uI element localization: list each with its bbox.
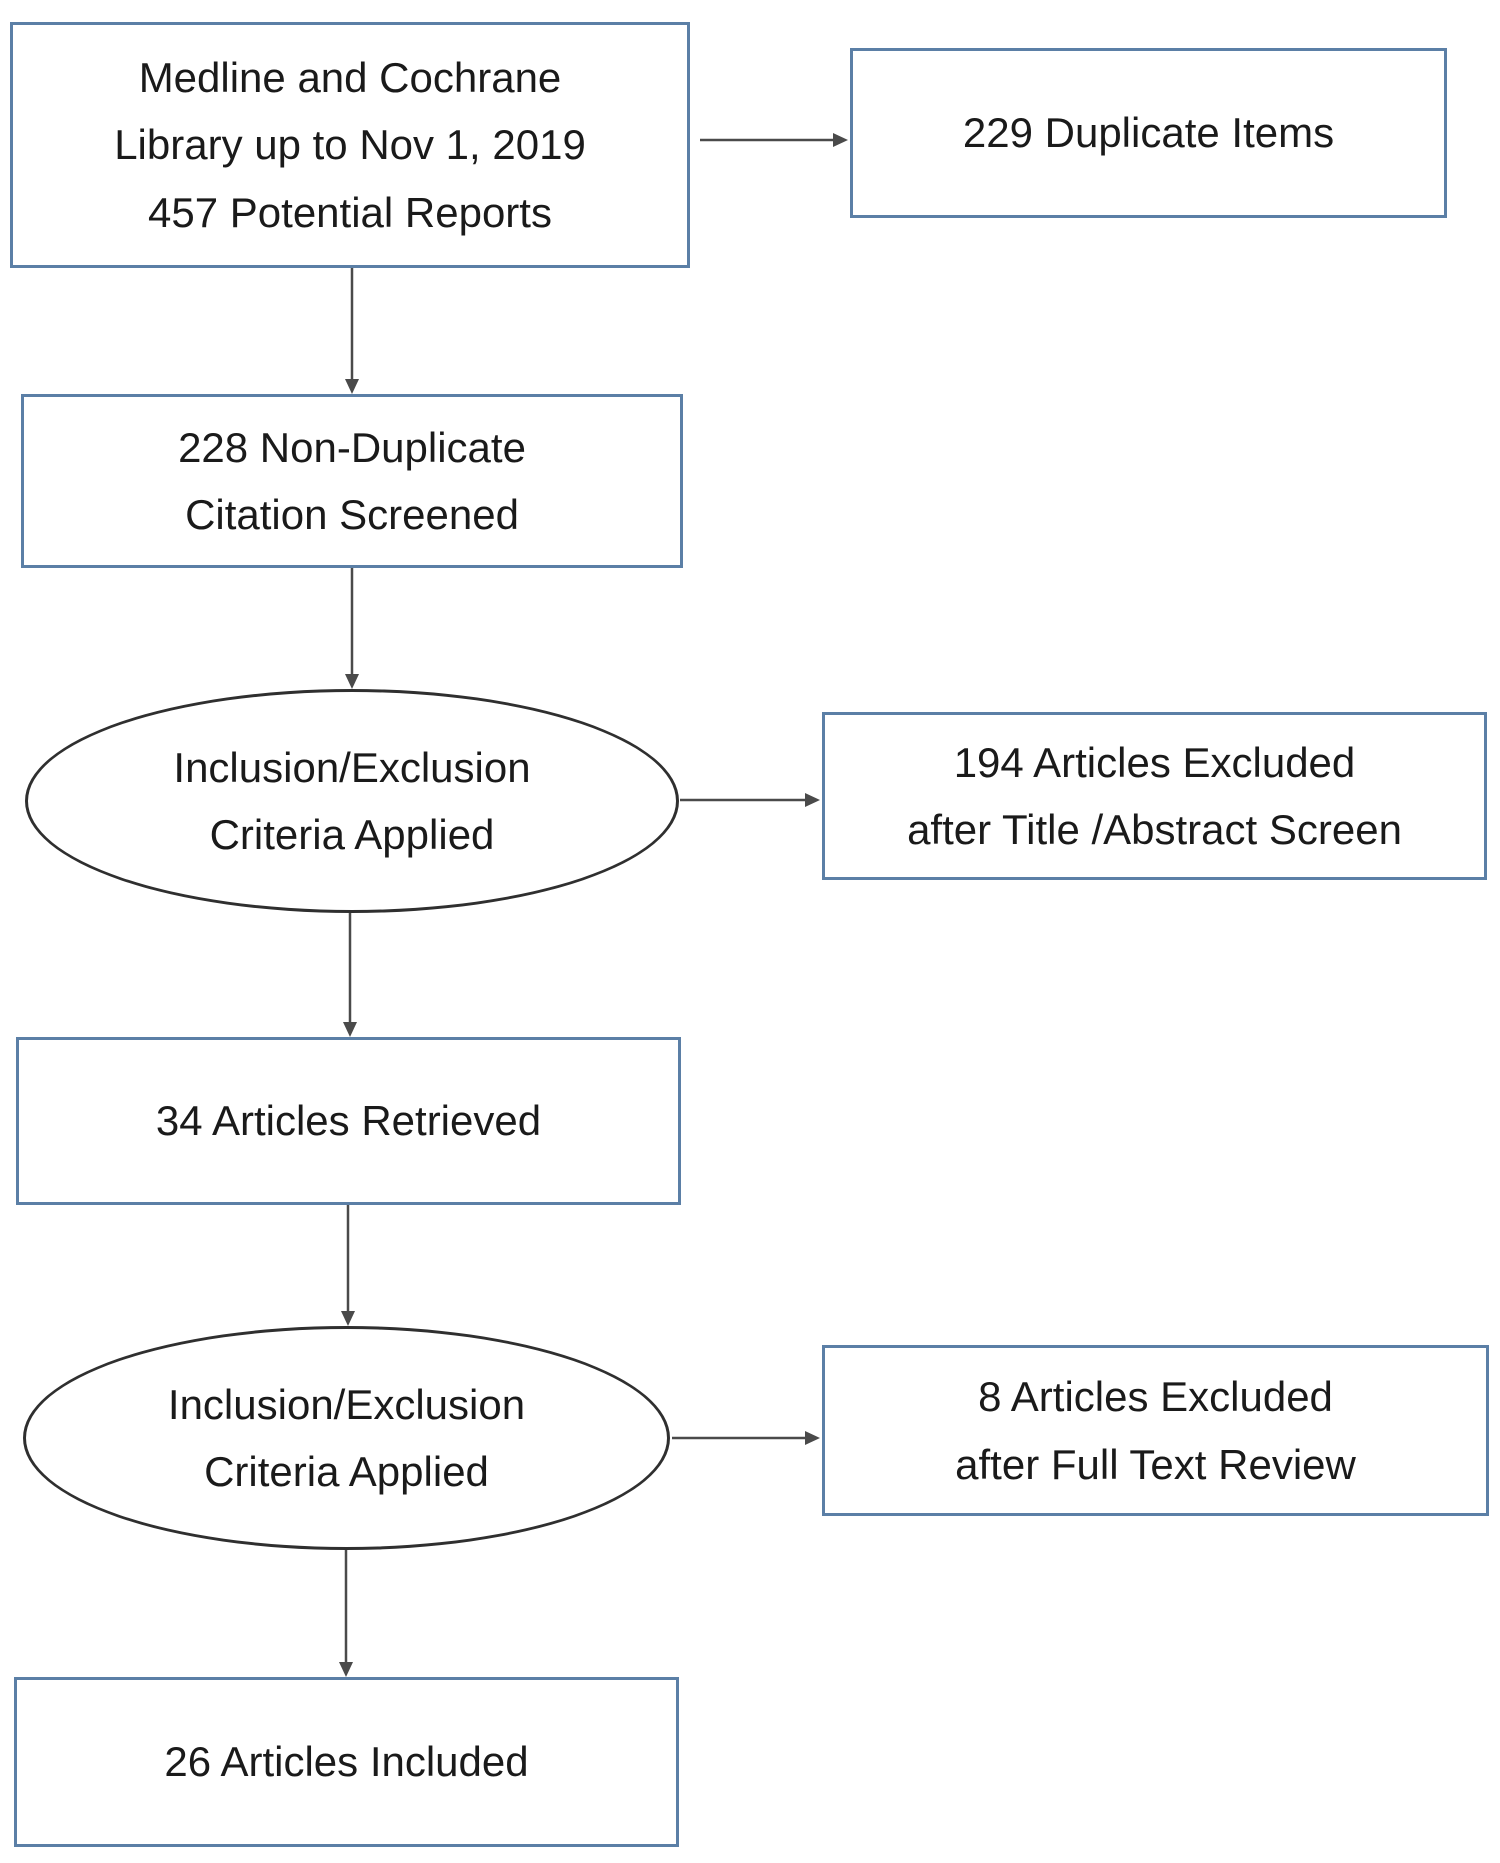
arrow-retrieved-to-criteria2 <box>341 1205 355 1326</box>
node-included-label: 26 Articles Included <box>164 1738 529 1786</box>
node-retrieved-box: 34 Articles Retrieved <box>16 1037 681 1205</box>
node-retrieved-label: 34 Articles Retrieved <box>155 1097 542 1145</box>
node-source-box: Medline and Cochrane Library up to Nov 1… <box>10 22 690 268</box>
node-source-label: Medline and Cochrane Library up to Nov 1… <box>114 54 586 236</box>
node-criteria1-ellipse: Inclusion/Exclusion Criteria Applied <box>25 689 679 913</box>
arrow-criteria2-to-excluded-full-text <box>672 1431 820 1445</box>
node-included-box: 26 Articles Included <box>14 1677 679 1847</box>
arrow-criteria1-to-excluded-title-abstract <box>680 793 820 807</box>
arrow-source-to-duplicates <box>700 133 848 147</box>
node-screened-label: 228 Non-Duplicate Citation Screened <box>178 423 526 538</box>
arrow-source-to-screened <box>345 268 359 394</box>
node-screened-box: 228 Non-Duplicate Citation Screened <box>21 394 683 568</box>
node-excluded-title-abstract-box: 194 Articles Excluded after Title /Abstr… <box>822 712 1487 880</box>
node-duplicates-label: 229 Duplicate Items <box>962 109 1335 157</box>
node-excluded-title-abstract-label: 194 Articles Excluded after Title /Abstr… <box>907 738 1402 853</box>
arrow-criteria1-to-retrieved <box>343 913 357 1037</box>
node-excluded-full-text-box: 8 Articles Excluded after Full Text Revi… <box>822 1345 1489 1516</box>
arrow-criteria2-to-included <box>339 1550 353 1677</box>
node-criteria2-label: Inclusion/Exclusion Criteria Applied <box>167 1380 526 1495</box>
node-criteria2-ellipse: Inclusion/Exclusion Criteria Applied <box>23 1326 670 1550</box>
arrow-screened-to-criteria1 <box>345 568 359 689</box>
node-excluded-full-text-label: 8 Articles Excluded after Full Text Revi… <box>955 1373 1356 1488</box>
node-criteria1-label: Inclusion/Exclusion Criteria Applied <box>173 743 531 858</box>
node-duplicates-box: 229 Duplicate Items <box>850 48 1447 218</box>
